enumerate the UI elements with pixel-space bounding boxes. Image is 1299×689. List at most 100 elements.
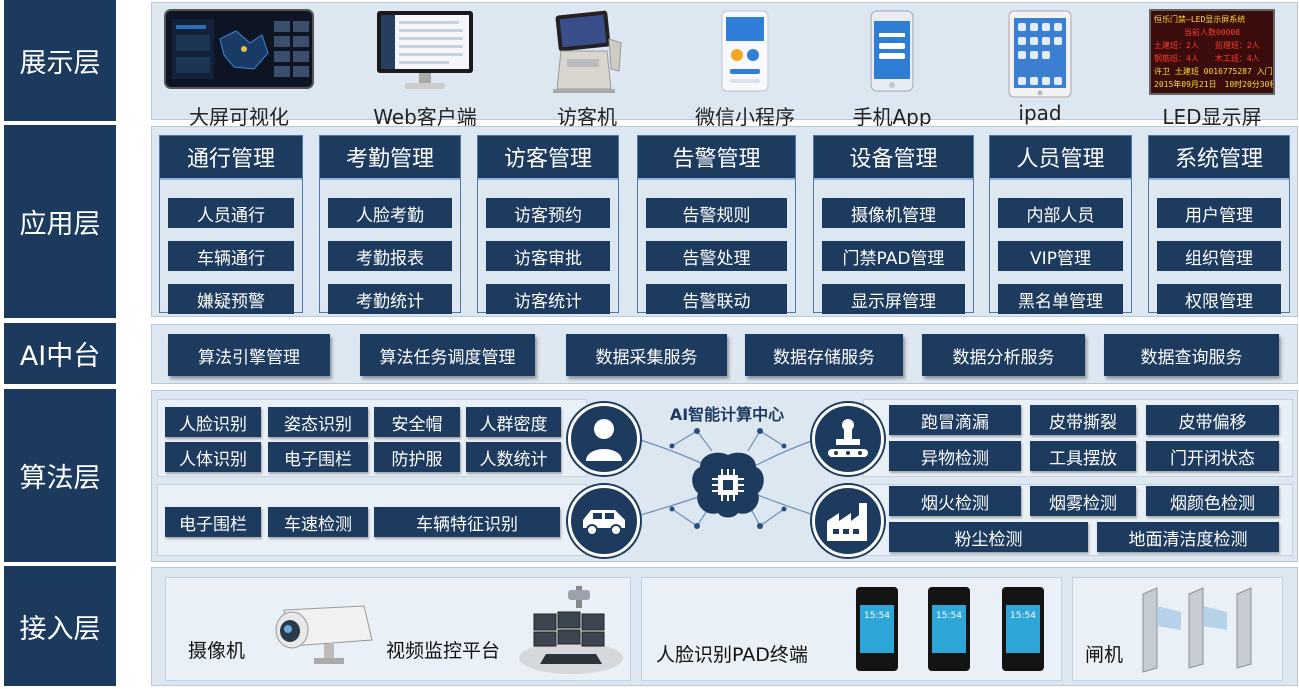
module-title: 通行管理 — [160, 136, 302, 180]
led-line: 钢筋班：4人 木工班：4人 — [1154, 54, 1260, 63]
pad-screen-time: 15:54 — [932, 605, 966, 653]
module-item: 告警规则 — [646, 198, 787, 228]
algorithm-item: 姿态识别 — [268, 407, 368, 437]
module-item: 摄像机管理 — [822, 198, 965, 228]
display-device-led-screen: 恒乐门禁—LED显示屏系统 当前人数00008 土建班：2人 监理班：2人 钢筋… — [1142, 9, 1282, 129]
person-icon — [586, 419, 622, 461]
display-device-label: Web客户端 — [373, 105, 477, 129]
algorithm-item: 电子围栏 — [165, 507, 261, 537]
face-pad-device: 15:54 — [928, 587, 970, 671]
algorithm-item: 烟火检测 — [889, 486, 1021, 516]
algorithm-item: 车速检测 — [268, 507, 368, 537]
led-line: 土建班：2人 监理班：2人 — [1154, 41, 1260, 50]
display-device-web-client: Web客户端 — [372, 9, 478, 129]
algorithm-item: 皮带偏移 — [1146, 405, 1279, 435]
monitor-icon — [377, 11, 473, 89]
factory-icon — [827, 503, 867, 541]
module-item: 考勤报表 — [328, 241, 452, 271]
ai-platform-band: 算法引擎管理 算法任务调度管理 数据采集服务 数据存储服务 数据分析服务 数据查… — [151, 324, 1298, 384]
algorithm-item: 跑冒滴漏 — [889, 405, 1021, 435]
module-item: 人脸考勤 — [328, 198, 452, 228]
visitor-kiosk-icon — [553, 10, 622, 93]
module-item: 访客统计 — [486, 284, 610, 314]
display-device-label: 微信小程序 — [695, 105, 795, 129]
module-item: 显示屏管理 — [822, 284, 965, 314]
module-item: 内部人员 — [998, 198, 1123, 228]
module-title: 人员管理 — [990, 136, 1131, 180]
module-title: 告警管理 — [638, 136, 795, 180]
led-line: 当前人数00008 — [1183, 28, 1241, 37]
led-line: 2015年09月21日 10时20分30秒 — [1154, 80, 1275, 89]
algorithm-item: 皮带撕裂 — [1030, 405, 1136, 435]
module-system: 系统管理 用户管理 组织管理 权限管理 — [1148, 135, 1290, 314]
module-item: 考勤统计 — [328, 284, 452, 314]
vehicle-category-circle — [568, 485, 640, 557]
module-item: 权限管理 — [1157, 284, 1281, 314]
module-access-control: 通行管理 人员通行 车辆通行 嫌疑预警 — [159, 135, 303, 314]
module-device: 设备管理 摄像机管理 门禁PAD管理 显示屏管理 — [813, 135, 974, 314]
module-personnel: 人员管理 内部人员 VIP管理 黑名单管理 — [989, 135, 1132, 314]
module-item: 访客审批 — [486, 241, 610, 271]
algorithm-layer-band: AI智能计算中心 — [151, 390, 1298, 562]
machine-category-circle — [812, 403, 884, 475]
camera-icon — [275, 605, 373, 664]
module-item: 告警处理 — [646, 241, 787, 271]
display-device-label: 手机App — [852, 105, 932, 129]
module-visitor: 访客管理 访客预约 访客审批 访客统计 — [477, 135, 619, 314]
algorithm-item: 人体识别 — [165, 442, 261, 472]
algorithm-item: 人群密度 — [466, 407, 561, 437]
display-device-label: 访客机 — [557, 105, 617, 129]
ai-service: 数据分析服务 — [922, 334, 1085, 376]
module-item: 组织管理 — [1157, 241, 1281, 271]
algorithm-item: 烟颜色检测 — [1146, 486, 1279, 516]
led-sign-icon: 恒乐门禁—LED显示屏系统 当前人数00008 土建班：2人 监理班：2人 钢筋… — [1149, 9, 1275, 95]
person-category-circle — [568, 403, 640, 475]
layer-label-ai-platform: AI中台 — [4, 323, 116, 384]
algorithm-item: 安全帽 — [374, 407, 460, 437]
ai-service: 数据存储服务 — [745, 334, 903, 376]
display-layer-band: 大屏可视化 Web客户端 访客机 — [151, 2, 1298, 129]
layer-label-algorithm: 算法层 — [4, 389, 116, 562]
algorithm-item: 防护服 — [374, 442, 460, 472]
module-item: 用户管理 — [1157, 198, 1281, 228]
display-device-ipad: ipad — [970, 9, 1110, 125]
algorithm-item: 工具摆放 — [1030, 441, 1136, 471]
module-attendance: 考勤管理 人脸考勤 考勤报表 考勤统计 — [319, 135, 461, 314]
algorithm-item: 地面清洁度检测 — [1097, 522, 1279, 552]
module-item: VIP管理 — [998, 241, 1123, 271]
access-layer-band: 摄像机 视频监控平台 人脸识别PAD终端 15:54 15:54 — [151, 567, 1298, 686]
display-device-label: LED显示屏 — [1162, 105, 1262, 129]
ai-brain-chip-icon — [692, 452, 764, 518]
vms-label: 视频监控平台 — [386, 640, 501, 662]
face-pad-device: 15:54 — [856, 587, 898, 671]
algorithm-item: 烟雾检测 — [1030, 486, 1136, 516]
display-device-mini-program: 微信小程序 — [680, 9, 810, 129]
led-line: 恒乐门禁—LED显示屏系统 — [1154, 15, 1246, 24]
layer-label-access: 接入层 — [4, 566, 116, 686]
tablet-icon — [1008, 10, 1072, 98]
display-device-label: 大屏可视化 — [189, 105, 289, 129]
module-title: 考勤管理 — [320, 136, 460, 180]
pad-screen-time: 15:54 — [1006, 605, 1040, 653]
module-title: 设备管理 — [814, 136, 973, 180]
module-title: 访客管理 — [478, 136, 618, 180]
algorithm-item: 车辆特征识别 — [374, 507, 560, 537]
algorithm-item: 粉尘检测 — [889, 522, 1088, 552]
module-item: 车辆通行 — [168, 241, 294, 271]
algorithm-item: 人脸识别 — [165, 407, 261, 437]
application-layer-band: 通行管理 人员通行 车辆通行 嫌疑预警 考勤管理 人脸考勤 考勤报表 考勤统计 … — [151, 126, 1298, 317]
module-item: 人员通行 — [168, 198, 294, 228]
face-pad-label: 人脸识别PAD终端 — [656, 644, 808, 666]
module-title: 系统管理 — [1149, 136, 1289, 180]
mobile-phone-icon — [870, 10, 914, 92]
gate-panel: 闸机 — [1072, 577, 1283, 681]
display-device-mobile-app: 手机App — [827, 9, 957, 129]
module-alarm: 告警管理 告警规则 告警处理 告警联动 — [637, 135, 796, 314]
face-pad-panel: 人脸识别PAD终端 15:54 15:54 15:54 — [641, 577, 1062, 681]
display-device-big-screen: 大屏可视化 — [164, 9, 314, 129]
led-line: 许卫 土建班 0016775287 入门 — [1154, 67, 1273, 76]
ai-service: 数据采集服务 — [566, 334, 727, 376]
robot-arm-conveyor-icon — [828, 419, 868, 457]
module-item: 嫌疑预警 — [168, 284, 294, 314]
video-monitoring-platform-icon — [519, 586, 623, 674]
